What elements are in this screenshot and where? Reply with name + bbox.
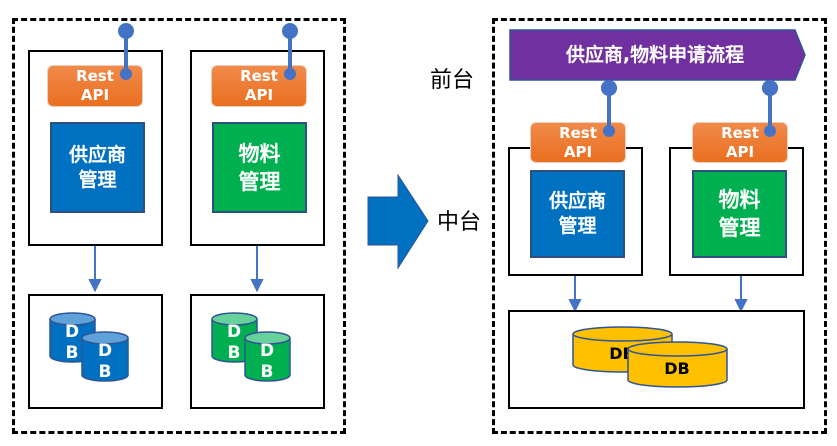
service-name: 物料 bbox=[718, 188, 761, 212]
api-label: API bbox=[725, 142, 755, 161]
supplier-db-icon: DB DB bbox=[49, 312, 129, 382]
service-name: 供应商 bbox=[548, 190, 606, 212]
service-name: 物料 bbox=[238, 141, 281, 166]
api-label: API bbox=[563, 142, 593, 161]
svg-text:D: D bbox=[260, 341, 274, 361]
supplier-management: 供应商管理 bbox=[530, 170, 625, 258]
service-name: 供应商 bbox=[68, 143, 126, 166]
api-label: API bbox=[244, 86, 274, 104]
svg-text:B: B bbox=[228, 343, 241, 363]
svg-text:B: B bbox=[99, 362, 112, 382]
middle-layer-label: 中台 bbox=[437, 210, 482, 235]
service-name: 管理 bbox=[78, 168, 117, 191]
shared-db-icon: DB DB bbox=[572, 326, 728, 388]
service-name: 管理 bbox=[238, 169, 281, 194]
api-label: Rest bbox=[76, 67, 114, 85]
supplier-management: 供应商管理 bbox=[50, 122, 145, 213]
material-management: 物料管理 bbox=[212, 122, 307, 213]
transition-arrow bbox=[367, 173, 429, 270]
api-label: API bbox=[80, 86, 110, 104]
api-label: Rest bbox=[559, 123, 597, 142]
svg-text:B: B bbox=[261, 362, 274, 382]
service-name: 管理 bbox=[718, 216, 761, 240]
svg-text:D: D bbox=[98, 341, 112, 361]
process-banner: 供应商,物料申请流程 bbox=[565, 44, 745, 66]
before-architecture-frame bbox=[12, 18, 346, 434]
api-label: Rest bbox=[721, 123, 759, 142]
svg-text:D: D bbox=[65, 322, 79, 342]
material-management: 物料管理 bbox=[692, 170, 787, 258]
service-name: 管理 bbox=[558, 215, 597, 237]
after-architecture-frame bbox=[492, 18, 827, 434]
front-layer-label: 前台 bbox=[430, 68, 475, 93]
api-label: Rest bbox=[240, 67, 278, 85]
svg-text:B: B bbox=[66, 343, 79, 363]
svg-text:DB: DB bbox=[664, 359, 689, 378]
svg-text:D: D bbox=[227, 322, 241, 342]
material-db-icon: DB DB bbox=[211, 312, 291, 382]
